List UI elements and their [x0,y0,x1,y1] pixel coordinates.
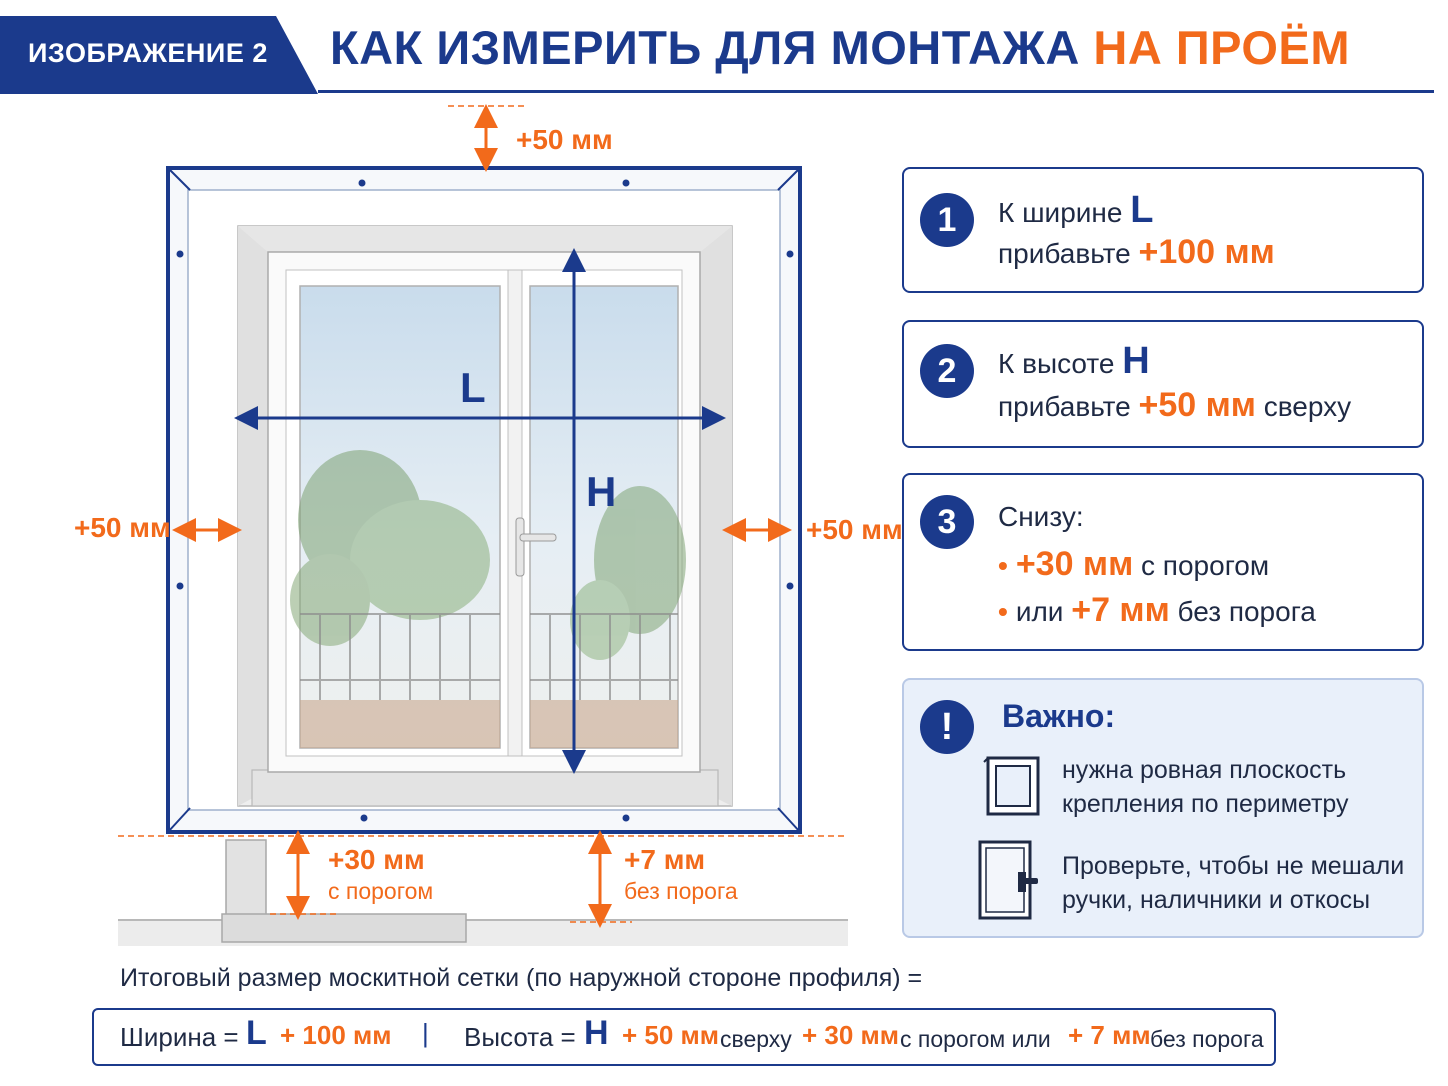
threshold-value: +30 мм [328,844,425,875]
formula-height-add2-suffix: с порогом или [900,1026,1051,1052]
important-item1-line2: крепления по периметру [1062,790,1349,818]
header-badge-shape [0,16,318,94]
formula-width-add: + 100 мм [280,1020,392,1050]
card3-title: Снизу: [998,501,1084,532]
right-margin-label: +50 мм [806,514,903,545]
card2-line1: К высоте H [998,340,1150,383]
header-divider [318,90,1434,93]
left-margin-label: +50 мм [74,512,171,543]
card1-line2: прибавьте +100 мм [998,233,1275,272]
height-letter: H [586,468,617,515]
step-number-3: 3 [920,495,974,549]
formula-width-letter: L [246,1014,267,1052]
header-badge-label: ИЗОБРАЖЕНИЕ 2 [28,38,268,68]
nothreshold-value: +7 мм [624,844,706,875]
exclamation-icon: ! [920,700,974,754]
formula-height-letter: H [584,1014,609,1052]
important-panel: ! Важно: нужна ровная плоскость креплени… [902,678,1424,938]
important-title: Важно: [1002,698,1116,734]
railing [300,613,678,700]
important-item2-line2: ручки, наличники и откосы [1062,886,1371,914]
nothreshold-label: без порога [624,878,738,904]
formula-height-label: Высота = [464,1022,576,1052]
card2-letter: H [1122,340,1150,382]
top-margin-label: +50 мм [516,124,613,155]
step-number-2: 2 [920,344,974,398]
title-main: КАК ИЗМЕРИТЬ ДЛЯ МОНТАЖА [330,21,1080,74]
bullet-dot: • [998,550,1008,581]
window-sill [251,769,719,807]
card1-letter: L [1130,189,1154,231]
frame-rivets [176,179,794,822]
width-letter: L [460,364,486,411]
formula-box [92,1008,1276,1066]
window-handle [515,517,525,577]
card1-value: +100 мм [1138,233,1275,271]
formula-height-add3: + 7 мм [1068,1020,1151,1050]
card-height-rule: 2 К высоте H прибавьте +50 мм сверху [902,320,1424,448]
card3-bullet1: •+30 мм с порогом [998,545,1269,584]
formula-separator: | [422,1018,429,1048]
card3-text2: без порога [1177,596,1316,627]
formula-height-add3-suffix: без порога [1150,1026,1264,1052]
card2-text: К высоте [998,348,1115,379]
door-handle-icon [978,840,1038,920]
window-diagram [118,104,848,946]
formula-caption: Итоговый размер москитной сетки (по нару… [120,964,923,992]
card2-text2: прибавьте [998,391,1131,422]
card1-text2: прибавьте [998,238,1131,269]
page-title: КАК ИЗМЕРИТЬ ДЛЯ МОНТАЖА НА ПРОЁМ [330,20,1350,75]
card1-line1: К ширине L [998,189,1153,232]
card2-suffix: сверху [1263,391,1352,422]
flat-frame-icon [983,756,1040,816]
formula-width-label: Ширина = [120,1022,239,1052]
title-accent: НА ПРОЁМ [1093,21,1351,74]
important-item1-line1: нужна ровная плоскость [1062,756,1347,784]
card3-text1: с порогом [1141,550,1270,581]
formula-height-add1-suffix: сверху [720,1026,792,1052]
formula-height-add2: + 30 мм [802,1020,900,1050]
card2-value: +50 мм [1138,386,1256,424]
card3-bullet2: •или +7 мм без порога [998,591,1316,630]
card3-value2: +7 мм [1071,591,1170,629]
threshold-step [221,913,467,943]
card3-prefix2: или [1015,596,1064,627]
card2-line2: прибавьте +50 мм сверху [998,386,1351,425]
important-item2-line1: Проверьте, чтобы не мешали [1062,852,1405,880]
card-width-rule: 1 К ширине L прибавьте +100 мм [902,167,1424,293]
threshold-block [225,839,267,921]
card3-value1: +30 мм [1015,545,1134,583]
formula-height-add1: + 50 мм [622,1020,720,1050]
bullet-dot: • [998,596,1008,627]
step-number-1: 1 [920,193,974,247]
threshold-label: с порогом [328,878,434,904]
card-bottom-rule: 3 Снизу: •+30 мм с порогом •или +7 мм бе… [902,473,1424,651]
card1-text: К ширине [998,197,1123,228]
